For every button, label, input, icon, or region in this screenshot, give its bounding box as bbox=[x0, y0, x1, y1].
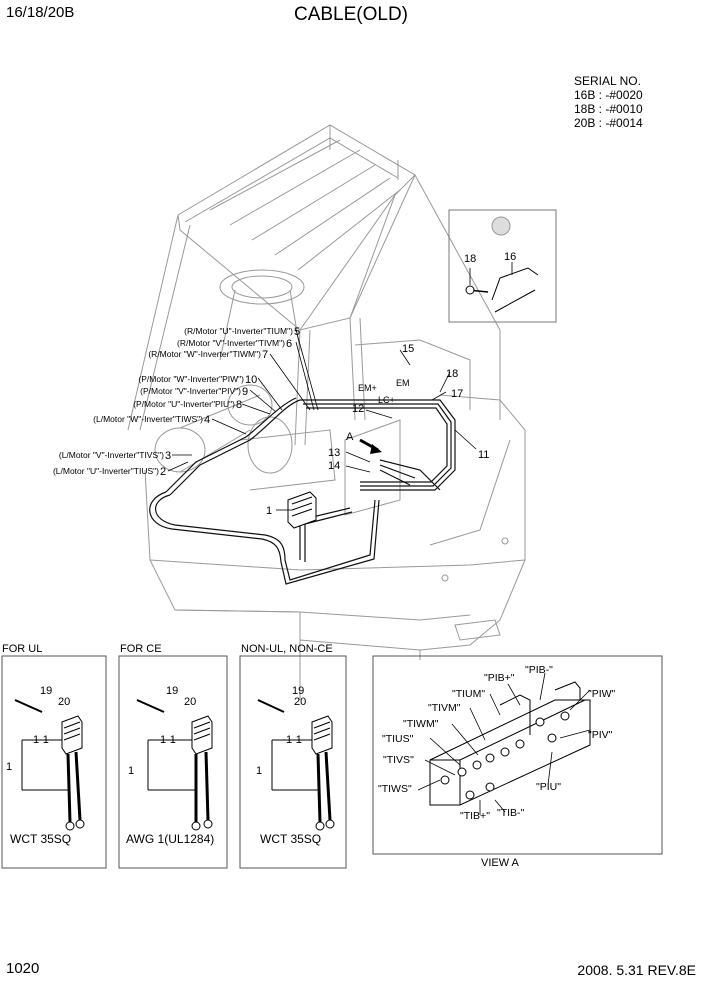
label-p-v: (P/Motor "V"-Inverter"PIV") bbox=[140, 386, 241, 396]
cable-spec: WCT 35SQ bbox=[10, 832, 71, 846]
page-title: CABLE(OLD) bbox=[293, 4, 409, 25]
cable-harness bbox=[149, 397, 456, 585]
model-label: 16/18/20B bbox=[6, 4, 75, 21]
label-em-plus: EM+ bbox=[358, 383, 377, 393]
detail-bracket-box bbox=[448, 209, 557, 323]
label-tib-minus: "TIB-" bbox=[497, 807, 525, 819]
callout-12: 12 bbox=[352, 403, 364, 415]
callout-14: 14 bbox=[328, 460, 340, 472]
label-tium: "TIUM" bbox=[452, 688, 485, 700]
label-lc-plus: LC+ bbox=[378, 395, 395, 405]
battery-connector-main bbox=[287, 491, 317, 529]
label-p-w: (P/Motor "W"-Inverter"PIW") bbox=[138, 374, 244, 384]
callout-1: 1 bbox=[6, 761, 12, 773]
serial-line-16b: 16B : -#0020 bbox=[574, 88, 643, 102]
panel-non-ul-non-ce: NON-UL, NON-CE 19 20 1-1 1 WCT 35SQ bbox=[239, 643, 347, 869]
label-piw: "PIW" bbox=[588, 688, 616, 700]
serial-number-block: SERIAL NO. 16B : -#0020 18B : -#0010 20B… bbox=[574, 74, 643, 130]
terminal-posts bbox=[440, 711, 570, 800]
callout-13: 13 bbox=[328, 447, 340, 459]
page-number: 1020 bbox=[6, 960, 40, 977]
callout-4: 4 bbox=[204, 414, 210, 426]
panel-for-ce: FOR CE 19 20 1-1 1 AWG 1(UL1284) bbox=[118, 643, 228, 869]
callout-19: 19 bbox=[40, 685, 52, 697]
label-pib-plus: "PIB+" bbox=[484, 672, 515, 684]
label-p-u: (P/Motor "U"-Inverter"PIU") bbox=[133, 399, 235, 409]
label-l-v: (L/Motor "V"-Inverter"TIVS") bbox=[59, 450, 164, 460]
label-l-u: (L/Motor "U"-Inverter"TIUS") bbox=[53, 466, 159, 476]
inverter-terminal-block bbox=[429, 681, 591, 806]
callout-19: 19 bbox=[292, 685, 304, 697]
serial-heading: SERIAL NO. bbox=[574, 74, 641, 88]
callout-20: 20 bbox=[294, 696, 306, 708]
view-a-caption: VIEW A bbox=[481, 857, 520, 869]
callout-1: 1 bbox=[256, 765, 262, 777]
callout-17: 17 bbox=[451, 388, 463, 400]
callout-8: 8 bbox=[236, 399, 242, 411]
terminal-labels: EM EM+ LC+ bbox=[358, 378, 410, 405]
callout-9: 9 bbox=[242, 386, 248, 398]
callout-7: 7 bbox=[262, 349, 268, 361]
label-r-v: (R/Motor "V"-Inverter"TIVM") bbox=[177, 338, 285, 348]
label-tib-plus: "TIB+" bbox=[460, 810, 490, 822]
panel-for-ul: FOR UL 19 20 1-1 1 WCT 35SQ bbox=[1, 643, 107, 869]
callout-18: 18 bbox=[446, 368, 458, 380]
view-a-arrowhead bbox=[370, 444, 382, 454]
callout-1: 1 bbox=[128, 765, 134, 777]
label-tivm: "TIVM" bbox=[428, 702, 461, 714]
panel-heading: FOR CE bbox=[120, 643, 162, 655]
leader-lines bbox=[167, 262, 513, 511]
callout-2: 2 bbox=[160, 466, 166, 478]
label-r-w: (R/Motor "W"-Inverter"TIWM") bbox=[148, 349, 261, 359]
callout-20: 20 bbox=[184, 696, 196, 708]
callout-10: 10 bbox=[245, 374, 257, 386]
panel-heading: NON-UL, NON-CE bbox=[241, 643, 333, 655]
main-callouts: 5 6 7 10 9 8 4 3 2 1 15 18 17 12 11 13 1… bbox=[160, 251, 516, 517]
callout-15: 15 bbox=[402, 343, 414, 355]
label-tivs: "TIVS" bbox=[383, 754, 414, 766]
callout-19: 19 bbox=[166, 685, 178, 697]
label-piu: "PIU" bbox=[536, 781, 561, 793]
callout-16: 16 bbox=[504, 251, 516, 263]
label-r-u: (R/Motor "U"-Inverter"TIUM") bbox=[184, 326, 293, 336]
serial-line-20b: 20B : -#0014 bbox=[574, 116, 643, 130]
callout-11: 11 bbox=[478, 449, 489, 461]
callout-18-detail: 18 bbox=[464, 253, 476, 265]
view-a-leaders bbox=[417, 672, 591, 815]
callout-1: 1 bbox=[266, 505, 272, 517]
serial-line-18b: 18B : -#0010 bbox=[574, 102, 643, 116]
label-tius: "TIUS" bbox=[382, 733, 414, 745]
label-tiws: "TIWS" bbox=[378, 783, 412, 795]
label-em: EM bbox=[396, 378, 410, 388]
cable-spec: WCT 35SQ bbox=[260, 832, 321, 846]
callout-20: 20 bbox=[58, 696, 70, 708]
panel-heading: FOR UL bbox=[2, 643, 42, 655]
callout-3: 3 bbox=[165, 450, 171, 462]
cable-spec: AWG 1(UL1284) bbox=[126, 832, 214, 846]
label-pib-minus: "PIB-" bbox=[525, 664, 553, 676]
label-l-w: (L/Motor "W"-Inverter"TIWS") bbox=[93, 414, 203, 424]
revision-label: 2008. 5.31 REV.8E bbox=[577, 962, 696, 978]
label-piv: "PIV" bbox=[588, 729, 613, 741]
forklift-overhead-guard bbox=[127, 124, 526, 700]
callout-5: 5 bbox=[294, 326, 300, 338]
callout-a: A bbox=[346, 431, 354, 443]
view-a-panel: "PIB-" "PIB+" "PIW" "PIV" "PIU" "TIUM" "… bbox=[372, 655, 663, 869]
motor-cable-labels: (R/Motor "U"-Inverter"TIUM") (R/Motor "V… bbox=[53, 326, 293, 476]
view-a-labels: "PIB-" "PIB+" "PIW" "PIV" "PIU" "TIUM" "… bbox=[378, 664, 616, 822]
callout-6: 6 bbox=[286, 338, 292, 350]
label-tiwm: "TIWM" bbox=[403, 718, 439, 730]
